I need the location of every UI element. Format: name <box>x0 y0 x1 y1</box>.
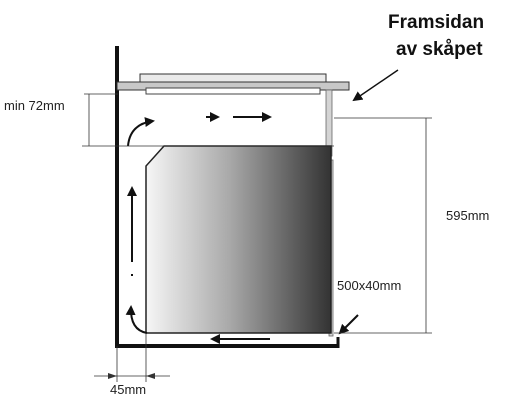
cooktop-body <box>145 87 321 95</box>
side-gap-label: 45mm <box>110 382 146 397</box>
dim-side-tick-right <box>146 373 155 379</box>
airflow-arrows <box>125 69 399 344</box>
arrow-bottom-vent <box>338 314 359 335</box>
cabinet-structure <box>115 46 340 348</box>
front-of-cabinet-title-line2: av skåpet <box>396 39 483 60</box>
arrow-curve-bottom-left <box>125 305 148 334</box>
cooktop <box>116 73 350 95</box>
dimension-height: 595mm <box>334 117 489 334</box>
height-label: 595mm <box>446 208 489 223</box>
dim-side-tick-left <box>108 373 117 379</box>
arrow-curve-top-left <box>127 117 155 147</box>
dimension-side-gap: 45mm <box>94 333 170 397</box>
arrow-front-pointer <box>352 69 399 102</box>
dimension-min-gap: min 72mm <box>4 93 334 147</box>
vent-label: 500x40mm <box>337 278 401 293</box>
front-of-cabinet-title-line1: Framsidan <box>388 12 484 33</box>
oven-body <box>145 145 332 334</box>
min-gap-label: min 72mm <box>4 98 65 113</box>
